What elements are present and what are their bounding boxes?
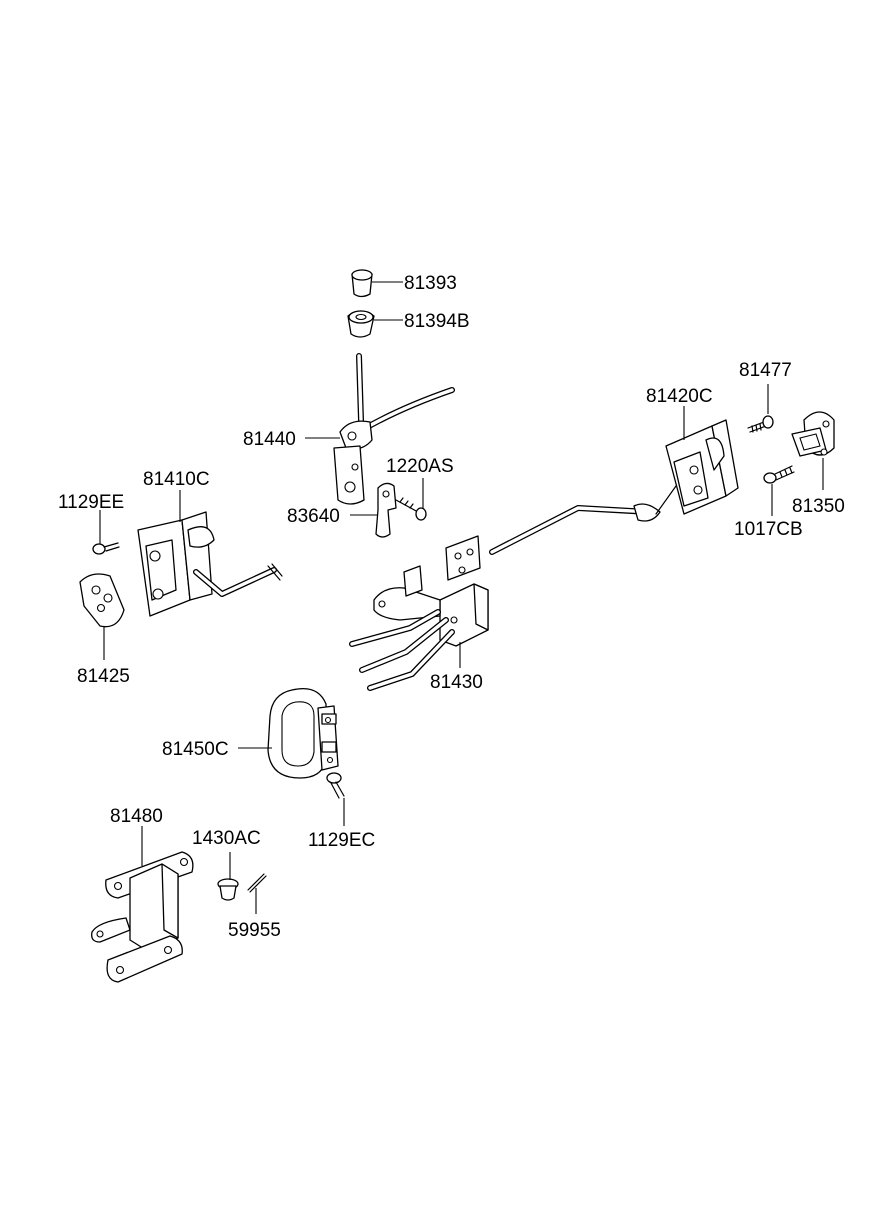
part-1129ec-screw xyxy=(326,772,345,799)
part-1220as-screw xyxy=(395,497,427,521)
label-1017cb: 1017CB xyxy=(734,519,803,540)
label-1129ec: 1129EC xyxy=(308,830,375,851)
part-81420c-rear-latch xyxy=(489,419,739,555)
label-81477: 81477 xyxy=(739,360,792,381)
label-1220as: 1220AS xyxy=(386,456,454,477)
label-81430: 81430 xyxy=(430,672,483,693)
part-83640-rod-clip xyxy=(375,482,397,538)
part-1017cb-screw xyxy=(763,465,795,484)
part-81430-actuator-assembly xyxy=(349,535,489,691)
part-81350-striker xyxy=(791,411,835,457)
part-81480-inside-handle xyxy=(91,851,194,983)
label-81394b: 81394B xyxy=(404,311,470,332)
part-81450c-outside-handle xyxy=(267,687,339,779)
part-81393-knob-cap xyxy=(351,269,373,298)
part-81425-cover-plate xyxy=(79,573,125,628)
label-81393: 81393 xyxy=(404,273,457,294)
part-59955-pin xyxy=(247,873,267,893)
label-81480: 81480 xyxy=(110,806,163,827)
part-81410c-front-latch xyxy=(137,511,283,617)
part-1129ee-screw xyxy=(92,542,120,555)
part-81440-lock-rod xyxy=(333,353,455,505)
label-81425: 81425 xyxy=(77,666,130,687)
label-83640: 83640 xyxy=(287,506,340,527)
label-1129ee: 1129EE xyxy=(58,492,124,513)
label-81350: 81350 xyxy=(792,496,845,517)
part-81394b-grommet xyxy=(347,310,375,338)
label-81450c: 81450C xyxy=(162,739,229,760)
label-81440: 81440 xyxy=(243,429,296,450)
label-59955: 59955 xyxy=(228,920,281,941)
label-1430ac: 1430AC xyxy=(192,828,261,849)
part-1430ac-plug xyxy=(217,878,239,901)
label-81410c: 81410C xyxy=(143,469,210,490)
label-81420c: 81420C xyxy=(646,386,713,407)
part-81477-screw xyxy=(747,415,774,433)
